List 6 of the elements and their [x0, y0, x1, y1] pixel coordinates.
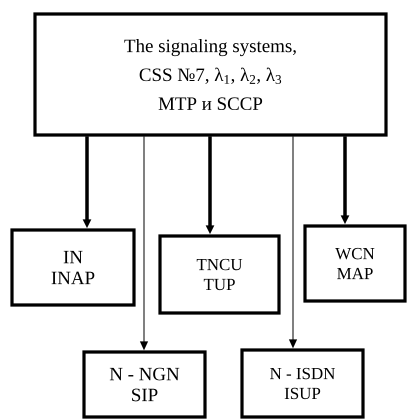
protocol-box: N - NGN SIP: [82, 350, 207, 419]
title-box: The signaling systems, CSS №7, λ$_{1}$, λ$_{2}$, λ$_{3}$ MTP и SCCP: [33, 12, 388, 137]
protocol-box: WCN MAP: [303, 224, 407, 303]
protocol-box: N - ISDN ISUP: [240, 348, 365, 419]
protocol-box: IN INAP: [10, 228, 136, 307]
protocol-box: TNCU TUP: [158, 234, 281, 315]
